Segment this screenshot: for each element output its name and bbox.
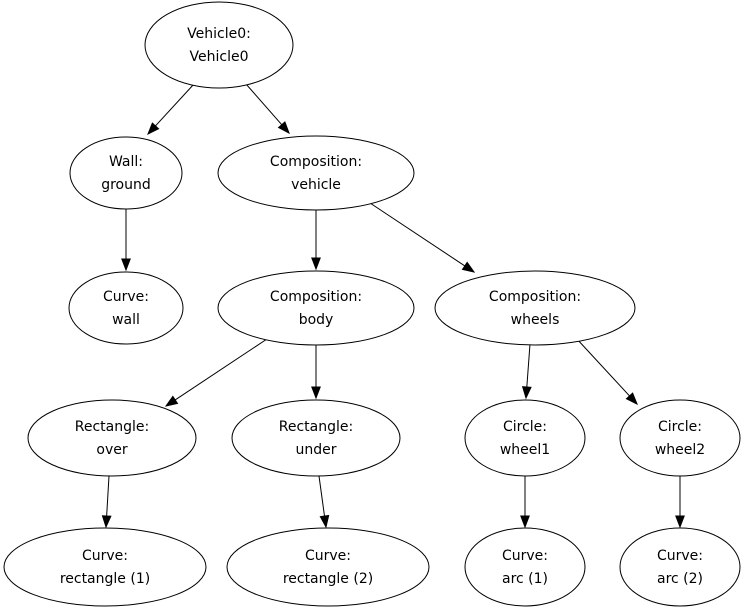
node-label-name: wheels [511, 312, 560, 328]
node-ellipse [231, 399, 401, 477]
graph-node-rectangle2[interactable]: Curve: rectangle (2) [226, 527, 430, 607]
graph-node-vehicle0[interactable]: Vehicle0: Vehicle0 [144, 1, 294, 89]
node-label-name: vehicle [291, 177, 341, 193]
node-ellipse [619, 399, 741, 477]
nodes-layer: Vehicle0:Vehicle0Wall:groundComposition:… [3, 1, 741, 607]
graph-edge-under-rectangle2 [318, 475, 330, 529]
arrowhead-icon [147, 122, 160, 136]
node-ellipse [69, 136, 183, 210]
node-label-type: Rectangle: [75, 419, 149, 435]
node-label-name: ground [101, 177, 151, 193]
graph-edge-body-over [164, 338, 268, 407]
node-ellipse [217, 135, 415, 211]
node-ellipse [619, 527, 741, 607]
node-ellipse [217, 270, 415, 346]
edges-layer [101, 83, 685, 529]
node-label-name: rectangle (2) [283, 571, 373, 587]
arrowhead-icon [311, 257, 321, 271]
node-label-type: Vehicle0: [187, 26, 251, 42]
arrowhead-icon [277, 121, 290, 135]
arrowhead-icon [625, 392, 638, 406]
node-label-type: Rectangle: [279, 419, 353, 435]
graph-edge-vehicle-wheels [369, 202, 476, 273]
node-ellipse [144, 1, 294, 89]
node-label-type: Circle: [503, 419, 547, 435]
graph-node-arc2[interactable]: Curve: arc (2) [619, 527, 741, 607]
node-label-type: Circle: [658, 419, 702, 435]
graph-edge-over-rectangle1 [101, 475, 112, 529]
node-label-type: Composition: [270, 154, 362, 170]
node-label-type: Curve: [82, 548, 128, 564]
graph-node-wheel1[interactable]: Circle: wheel1 [464, 399, 586, 477]
edge-line [575, 337, 630, 397]
arrowhead-icon [311, 386, 321, 400]
edge-line [155, 83, 195, 127]
node-label-type: Curve: [657, 548, 703, 564]
node-ellipse [3, 527, 207, 607]
graph-edge-body-under [311, 345, 321, 400]
graph-node-ground[interactable]: Wall: ground [69, 136, 183, 210]
node-ellipse [226, 527, 430, 607]
node-label-name: body [299, 312, 334, 328]
node-label-name: arc (1) [502, 571, 548, 587]
arrowhead-icon [521, 386, 532, 400]
arrowhead-icon [319, 514, 330, 529]
graph-edge-wheels-wheel2 [575, 337, 638, 406]
node-label-type: Curve: [103, 289, 149, 305]
graph-node-body[interactable]: Composition: body [217, 270, 415, 346]
edge-line [318, 475, 325, 517]
graph-edge-vehicle-body [311, 210, 321, 271]
node-label-name: over [96, 442, 127, 458]
graph-node-rectangle1[interactable]: Curve: rectangle (1) [3, 527, 207, 607]
node-label-name: under [295, 442, 336, 458]
node-ellipse [464, 527, 586, 607]
graph-node-over[interactable]: Rectangle: over [27, 399, 197, 477]
graph-edge-wheel2-arc2 [675, 476, 685, 529]
arrowhead-icon [675, 515, 685, 529]
graph-node-wall[interactable]: Curve: wall [68, 271, 184, 345]
graph-node-arc1[interactable]: Curve: arc (1) [464, 527, 586, 607]
graph-node-wheels[interactable]: Composition: wheels [434, 270, 636, 346]
graph-edge-vehicle0-ground [147, 83, 195, 136]
node-label-name: rectangle (1) [60, 571, 150, 587]
node-label-type: Composition: [270, 289, 362, 305]
graph-node-vehicle[interactable]: Composition: vehicle [217, 135, 415, 211]
arrowhead-icon [461, 261, 476, 273]
arrowhead-icon [164, 395, 179, 407]
edge-line [526, 343, 531, 388]
graph-edge-wheels-wheel1 [521, 343, 532, 400]
node-label-type: Curve: [305, 548, 351, 564]
node-ellipse [27, 399, 197, 477]
arrowhead-icon [520, 515, 530, 529]
node-label-name: wheel2 [655, 442, 705, 458]
node-label-name: arc (2) [657, 571, 703, 587]
node-label-type: Composition: [489, 289, 581, 305]
node-ellipse [68, 271, 184, 345]
node-label-type: Wall: [109, 154, 143, 170]
node-label-type: Curve: [502, 548, 548, 564]
node-ellipse [434, 270, 636, 346]
edge-line [106, 475, 110, 517]
arrowhead-icon [101, 515, 112, 529]
graph-edge-vehicle0-vehicle [245, 83, 290, 135]
node-label-name: Vehicle0 [190, 49, 249, 65]
node-label-name: wheel1 [500, 442, 550, 458]
edge-line [245, 83, 283, 126]
graph-node-wheel2[interactable]: Circle: wheel2 [619, 399, 741, 477]
graph-edge-ground-wall [121, 209, 131, 272]
arrowhead-icon [121, 258, 131, 272]
graph-edge-wheel1-arc1 [520, 476, 530, 529]
node-ellipse [464, 399, 586, 477]
edge-line [369, 202, 466, 267]
edge-line [174, 338, 268, 401]
node-label-name: wall [112, 312, 140, 328]
graph-node-under[interactable]: Rectangle: under [231, 399, 401, 477]
